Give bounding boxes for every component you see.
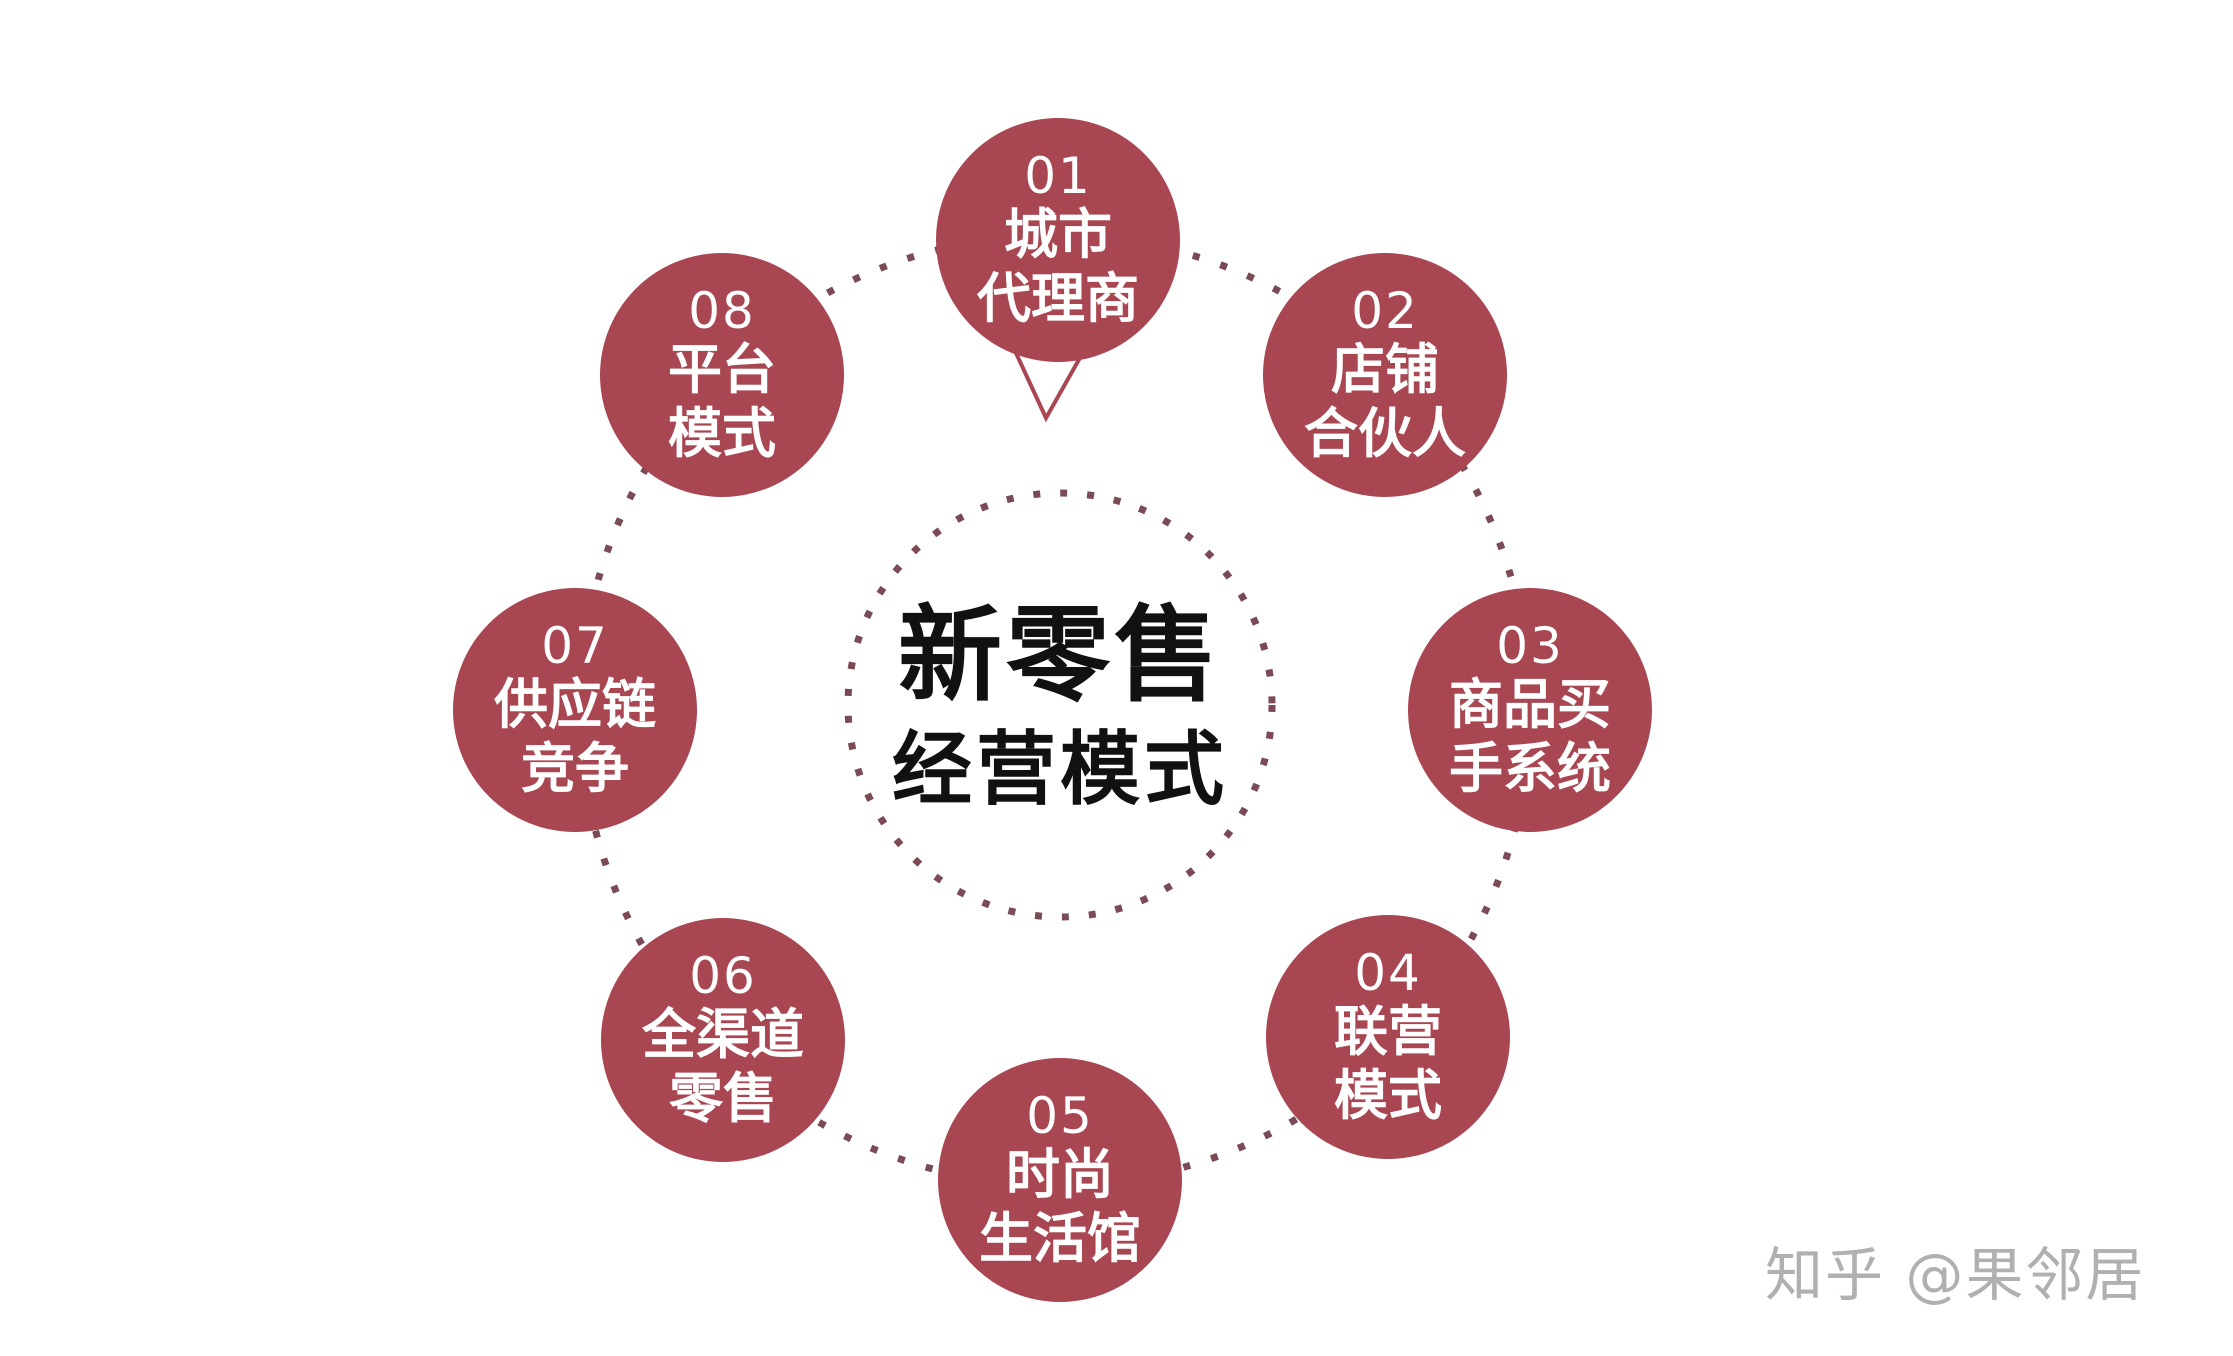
node-number: 04 [1354, 944, 1422, 1002]
node-06-omnichannel-retail: 06 全渠道 零售 [601, 918, 845, 1162]
node-label-line1: 店铺 [1331, 338, 1439, 401]
center-title: 新零售 [897, 594, 1222, 716]
node-label-line1: 商品买 [1449, 673, 1611, 736]
node-label-line1: 联营 [1334, 1000, 1442, 1063]
node-07-supply-chain: 07 供应链 竞争 [453, 588, 697, 832]
node-label-line2: 模式 [1334, 1064, 1442, 1127]
node-label-line2: 代理商 [977, 267, 1139, 330]
node-number: 02 [1351, 282, 1419, 340]
watermark: 知乎 @果邻居 [1765, 1241, 2146, 1309]
node-label-line2: 零售 [669, 1067, 777, 1130]
node-02-store-partner: 02 店铺 合伙人 [1263, 253, 1507, 497]
node-label-line2: 手系统 [1449, 737, 1611, 800]
center-subtitle: 经营模式 [892, 723, 1228, 816]
node-label-line2: 生活馆 [979, 1207, 1141, 1270]
node-01-city-agent: 01 城市 代理商 [936, 118, 1180, 362]
node-03-buyer-system: 03 商品买 手系统 [1408, 588, 1652, 832]
node-label-line2: 模式 [668, 402, 776, 465]
node-05-lifestyle-store: 05 时尚 生活馆 [938, 1058, 1182, 1302]
node-number: 08 [688, 282, 756, 340]
node-label-line1: 供应链 [494, 673, 656, 736]
node-number: 05 [1026, 1087, 1094, 1145]
node-04-joint-operation: 04 联营 模式 [1266, 915, 1510, 1159]
node-label-line1: 城市 [1004, 203, 1112, 266]
node-number: 01 [1024, 147, 1092, 205]
node-label-line1: 全渠道 [642, 1003, 804, 1066]
node-08-platform-model: 08 平台 模式 [600, 253, 844, 497]
node-label-line1: 平台 [668, 338, 776, 401]
center-hub: 新零售 经营模式 [845, 590, 1275, 820]
node-number: 03 [1496, 617, 1564, 675]
center-dotted-ring [844, 489, 1276, 921]
node-number: 06 [689, 947, 757, 1005]
node-label-line2: 竞争 [521, 737, 629, 800]
node-label-line2: 合伙人 [1304, 402, 1466, 465]
node-label-line1: 时尚 [1006, 1143, 1114, 1206]
node-number: 07 [541, 617, 609, 675]
